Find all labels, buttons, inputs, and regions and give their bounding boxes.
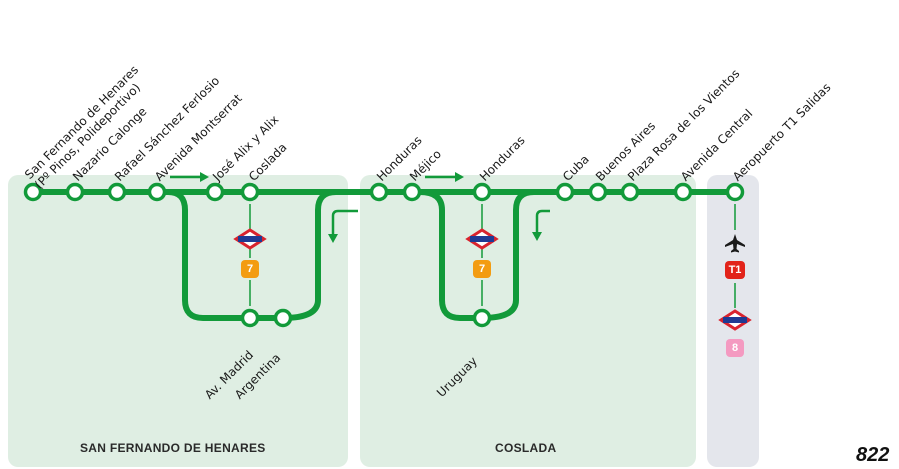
stop-rafael-sanchez-ferlosio xyxy=(107,182,127,202)
connector-lines xyxy=(249,204,736,308)
zone-san-fernando-bg xyxy=(8,175,348,467)
stop-uruguay xyxy=(472,308,492,328)
stop-san-fernando xyxy=(23,182,43,202)
metro-logo-icon xyxy=(718,309,752,331)
arrow-down-icon xyxy=(532,209,550,241)
terminal-t1-badge: T1 xyxy=(725,261,745,279)
stop-nazario-calonge xyxy=(65,182,85,202)
route-number: 822 xyxy=(856,444,890,466)
stop-jose-alix-y-alix xyxy=(205,182,225,202)
zone-coslada-bg xyxy=(360,175,696,467)
zone-label-coslada: COSLADA xyxy=(495,441,557,455)
plane-icon xyxy=(725,234,745,253)
stop-aeropuerto-t1 xyxy=(725,182,745,202)
direction-arrows xyxy=(170,172,550,243)
stop-honduras-2 xyxy=(472,182,492,202)
stop-plaza-rosa-de-los-vientos xyxy=(620,182,640,202)
metro-line-7-badge: 7 xyxy=(241,260,259,278)
metro-logo-icon xyxy=(233,228,267,250)
arrow-right-icon xyxy=(425,172,464,182)
arrow-down-icon xyxy=(328,209,358,243)
stops xyxy=(23,182,745,328)
stop-coslada xyxy=(240,182,260,202)
stop-honduras-1 xyxy=(369,182,389,202)
stop-argentina xyxy=(273,308,293,328)
stop-cuba xyxy=(555,182,575,202)
stop-buenos-aires xyxy=(588,182,608,202)
metro-logo-icon xyxy=(465,228,499,250)
metro-line-7-badge: 7 xyxy=(473,260,491,278)
stop-av-madrid xyxy=(240,308,260,328)
stop-mejico xyxy=(402,182,422,202)
stop-avenida-montserrat xyxy=(147,182,167,202)
zone-label-san-fernando: SAN FERNANDO DE HENARES xyxy=(80,441,266,455)
arrow-right-icon xyxy=(170,172,209,182)
metro-line-8-badge: 8 xyxy=(726,339,744,357)
stop-avenida-central xyxy=(673,182,693,202)
